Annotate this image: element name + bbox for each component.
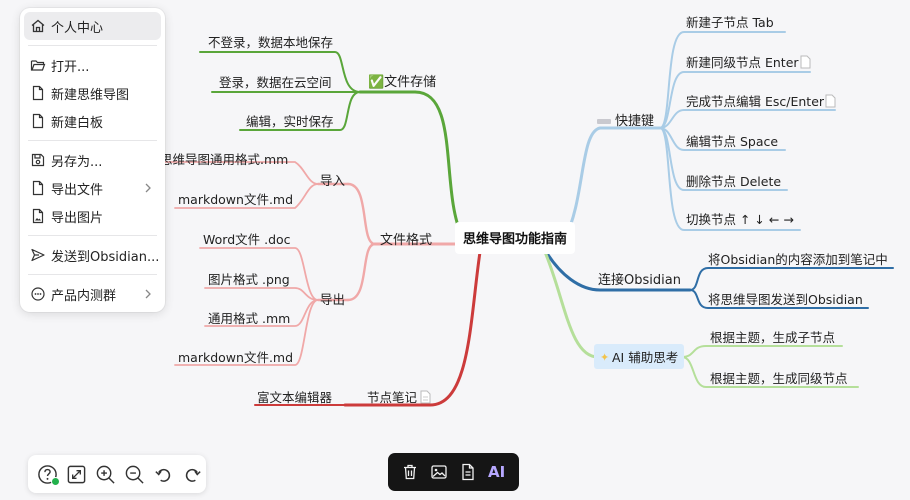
- node-import-child[interactable]: markdown文件.md: [178, 192, 293, 207]
- node-ai-box[interactable]: [594, 344, 684, 369]
- node-storage[interactable]: ✅文件存储: [368, 74, 436, 90]
- menu-item-label: 新建思维导图: [51, 87, 130, 103]
- node-shortcut-child[interactable]: 切换节点 ↑ ↓ ← →: [686, 212, 794, 227]
- node-notes-child[interactable]: 富文本编辑器: [257, 390, 333, 405]
- zoom-out-icon: [125, 465, 144, 484]
- menu-item-label: 打开...: [51, 59, 90, 75]
- send-icon: [31, 248, 45, 262]
- menu-item-label: 发送到Obsidian...: [51, 249, 160, 265]
- fit-screen-button[interactable]: [65, 463, 88, 486]
- file-icon: [32, 85, 44, 101]
- keyboard-icon: [597, 119, 611, 124]
- node-storage-child[interactable]: 不登录，数据本地保存: [208, 35, 333, 50]
- menu-item-label: 导出图片: [51, 210, 104, 226]
- zoom-in-button[interactable]: [94, 463, 117, 486]
- menu-item-new-whiteboard[interactable]: 新建白板: [24, 107, 161, 135]
- menu-divider: [28, 274, 157, 275]
- node-format[interactable]: 文件格式: [380, 232, 432, 248]
- help-button[interactable]: [36, 463, 60, 486]
- menu-item-profile[interactable]: 个人中心: [24, 12, 161, 40]
- root-node-box[interactable]: [455, 222, 575, 254]
- menu-item-export-image[interactable]: 导出图片: [24, 202, 161, 230]
- node-ai[interactable]: AI 辅助思考: [612, 350, 678, 365]
- menu-item-label: 个人中心: [51, 20, 104, 36]
- file-menu: 个人中心 打开... 新建思维导图 新建白板 另存为... 导出文件 导出图片 …: [20, 8, 165, 312]
- ai-button[interactable]: AI: [488, 463, 506, 481]
- add-note-button[interactable]: [457, 461, 479, 483]
- trash-icon: [404, 464, 417, 480]
- delete-button[interactable]: [399, 461, 421, 483]
- note-doc-icon: [825, 94, 836, 108]
- menu-item-open[interactable]: 打开...: [24, 51, 161, 79]
- zoom-out-button[interactable]: [123, 463, 146, 486]
- menu-item-label: 另存为...: [51, 154, 103, 170]
- node-export-child[interactable]: 通用格式 .mm: [208, 311, 290, 326]
- menu-item-send-obsidian[interactable]: 发送到Obsidian...: [24, 241, 161, 269]
- node-storage-child[interactable]: 登录，数据在云空间: [219, 75, 332, 90]
- node-obsidian-child[interactable]: 将思维导图发送到Obsidian: [708, 292, 863, 307]
- chevron-right-icon: [145, 289, 151, 299]
- node-export[interactable]: 导出: [320, 292, 345, 307]
- file-icon: [32, 180, 44, 196]
- insert-image-button[interactable]: [428, 461, 450, 483]
- node-storage-child[interactable]: 编辑，实时保存: [246, 114, 334, 129]
- file-icon: [32, 113, 44, 129]
- undo-button[interactable]: [152, 463, 175, 486]
- node-export-child[interactable]: Word文件 .doc: [203, 232, 291, 247]
- node-import-child[interactable]: 思维导图通用格式.mm: [160, 152, 288, 167]
- node-export-child[interactable]: markdown文件.md: [178, 350, 293, 365]
- menu-item-save-as[interactable]: 另存为...: [24, 146, 161, 174]
- chevron-right-icon: [145, 183, 151, 193]
- home-icon: [31, 19, 45, 33]
- node-shortcut-child[interactable]: 新建同级节点 Enter: [686, 55, 799, 70]
- node-shortcut-child[interactable]: 删除节点 Delete: [686, 174, 781, 189]
- node-obsidian-child[interactable]: 将Obsidian的内容添加到笔记中: [708, 252, 888, 267]
- menu-divider: [28, 235, 157, 236]
- menu-item-label: 产品内测群: [51, 288, 117, 304]
- sparkle-icon: ✦: [600, 351, 609, 364]
- root-node[interactable]: 思维导图功能指南: [463, 231, 567, 247]
- node-shortcut-child[interactable]: 编辑节点 Space: [686, 134, 778, 149]
- menu-item-label: 新建白板: [51, 115, 104, 131]
- node-shortcuts[interactable]: 快捷键: [615, 114, 654, 129]
- image-file-icon: [32, 208, 44, 224]
- note-doc-icon: [420, 390, 431, 404]
- image-icon: [431, 465, 447, 479]
- node-notes[interactable]: 节点笔记: [367, 390, 418, 405]
- menu-divider: [28, 45, 157, 46]
- node-ai-child[interactable]: 根据主题，生成同级节点: [710, 371, 848, 386]
- chat-icon: [31, 287, 45, 301]
- menu-item-label: 导出文件: [51, 182, 104, 198]
- node-shortcut-child[interactable]: 新建子节点 Tab: [686, 15, 774, 30]
- node-ai-child[interactable]: 根据主题，生成子节点: [710, 330, 835, 345]
- node-toolbar: AI: [388, 453, 519, 491]
- node-import[interactable]: 导入: [320, 173, 346, 188]
- menu-item-beta-group[interactable]: 产品内测群: [24, 280, 161, 308]
- zoom-in-icon: [96, 465, 115, 484]
- node-export-child[interactable]: 图片格式 .png: [208, 272, 290, 287]
- menu-item-export-file[interactable]: 导出文件: [24, 174, 161, 202]
- help-icon: [38, 464, 57, 484]
- redo-icon: [185, 468, 201, 482]
- redo-button[interactable]: [181, 463, 204, 486]
- note-icon: [462, 463, 474, 481]
- node-shortcut-child[interactable]: 完成节点编辑 Esc/Enter: [686, 94, 825, 109]
- zoom-toolbar: [28, 455, 206, 493]
- undo-icon: [155, 468, 171, 482]
- status-dot: [51, 476, 60, 486]
- folder-open-icon: [30, 60, 46, 71]
- node-obsidian[interactable]: 连接Obsidian: [598, 272, 681, 288]
- save-icon: [31, 153, 45, 167]
- menu-divider: [28, 140, 157, 141]
- menu-item-new-mindmap[interactable]: 新建思维导图: [24, 79, 161, 107]
- note-doc-icon: [800, 55, 811, 69]
- fit-screen-icon: [67, 465, 86, 483]
